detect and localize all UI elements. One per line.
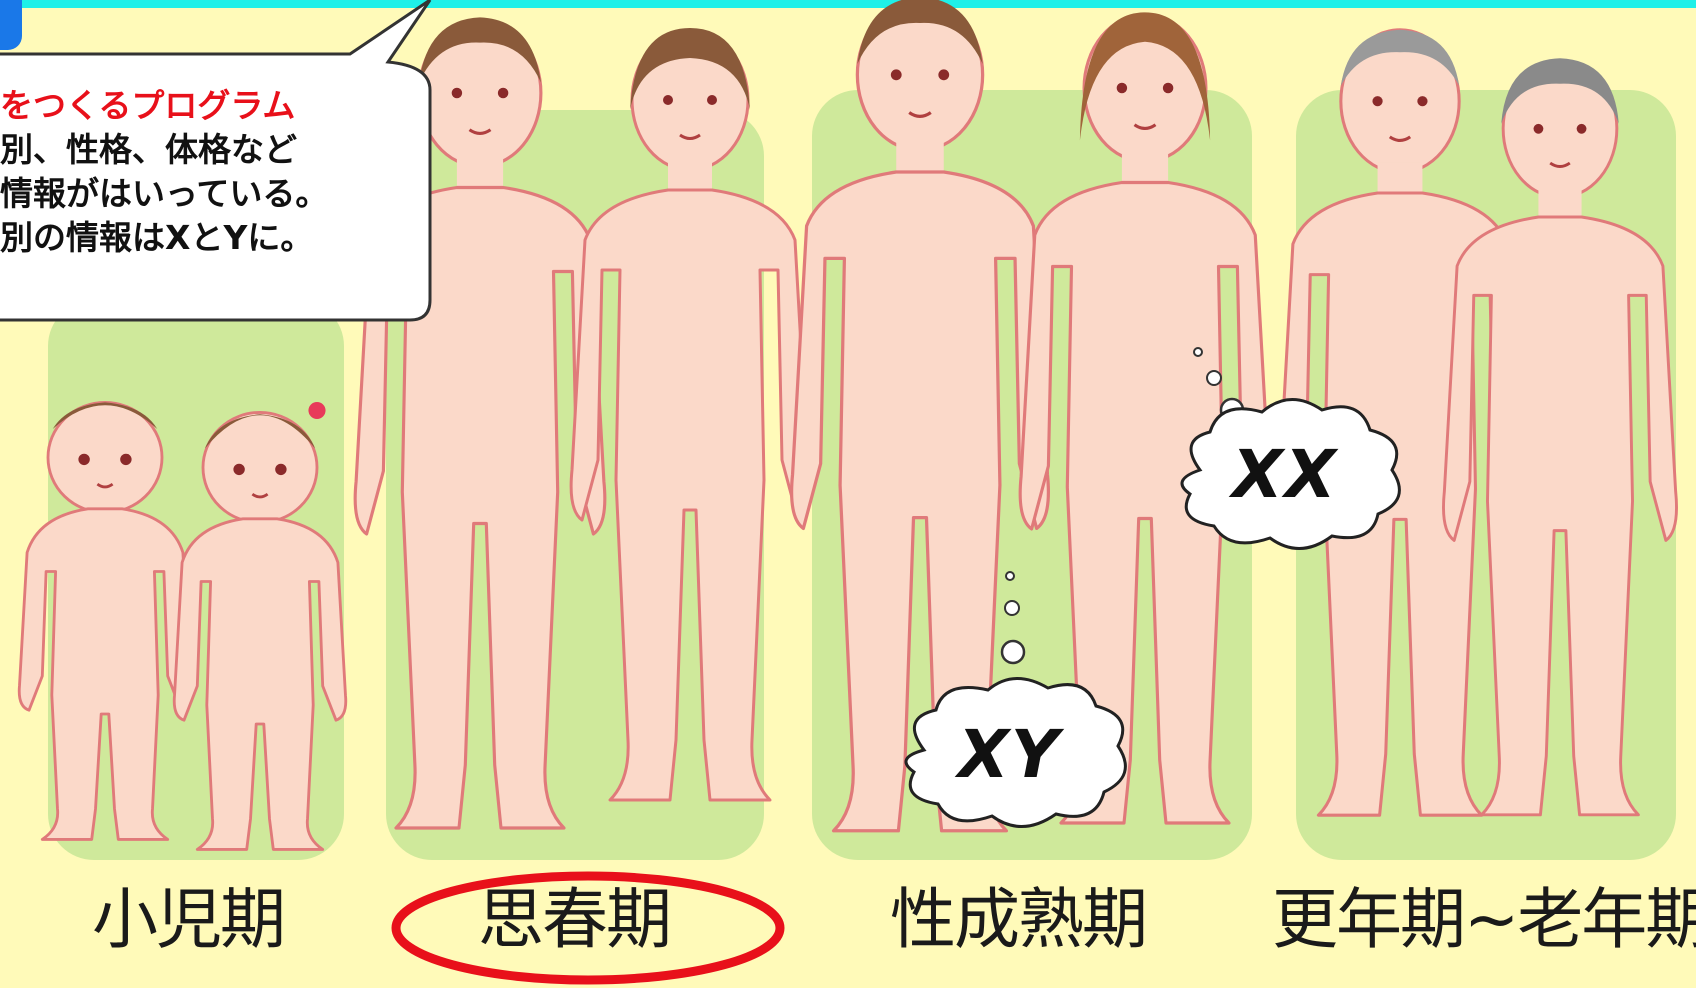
figure-man-senior bbox=[1277, 28, 1523, 817]
figure-girl-child bbox=[172, 401, 348, 851]
speech-bubble-text: をつくるプログラム 別、性格、体格など 情報がはいっている。 別の情報はXとYに… bbox=[0, 84, 430, 260]
figure-woman-adult bbox=[1018, 12, 1272, 825]
corner-badge bbox=[0, 0, 22, 50]
thought-cloud-male bbox=[904, 677, 1127, 828]
figure-boy-child bbox=[17, 400, 193, 841]
highlight-circle-puberty bbox=[391, 871, 785, 985]
figure-woman-senior bbox=[1442, 58, 1678, 817]
stage-label-senior: 更年期~老年期 bbox=[1272, 881, 1696, 958]
bubble-line-2: 別、性格、体格など bbox=[0, 130, 297, 169]
figure-man-adult bbox=[789, 0, 1051, 833]
stage-label-maturity: 性成熟期 bbox=[890, 881, 1148, 958]
bubble-line-4: 別の情報はXとYに。 bbox=[0, 218, 314, 257]
top-accent-bar bbox=[0, 0, 1696, 8]
speech-bubble bbox=[0, 0, 432, 322]
bubble-line-3: 情報がはいっている。 bbox=[0, 174, 329, 213]
chromosome-label-male: XY bbox=[958, 716, 1061, 793]
chromosome-label-female: XX bbox=[1232, 436, 1338, 513]
stage-label-puberty: 思春期 bbox=[478, 881, 672, 958]
bubble-line-1: をつくるプログラム bbox=[0, 86, 296, 125]
figure-girl-puberty bbox=[569, 28, 811, 802]
figure-boy-puberty bbox=[353, 17, 607, 830]
stage-label-childhood: 小児期 bbox=[92, 881, 286, 958]
thought-cloud-female bbox=[1180, 398, 1401, 550]
